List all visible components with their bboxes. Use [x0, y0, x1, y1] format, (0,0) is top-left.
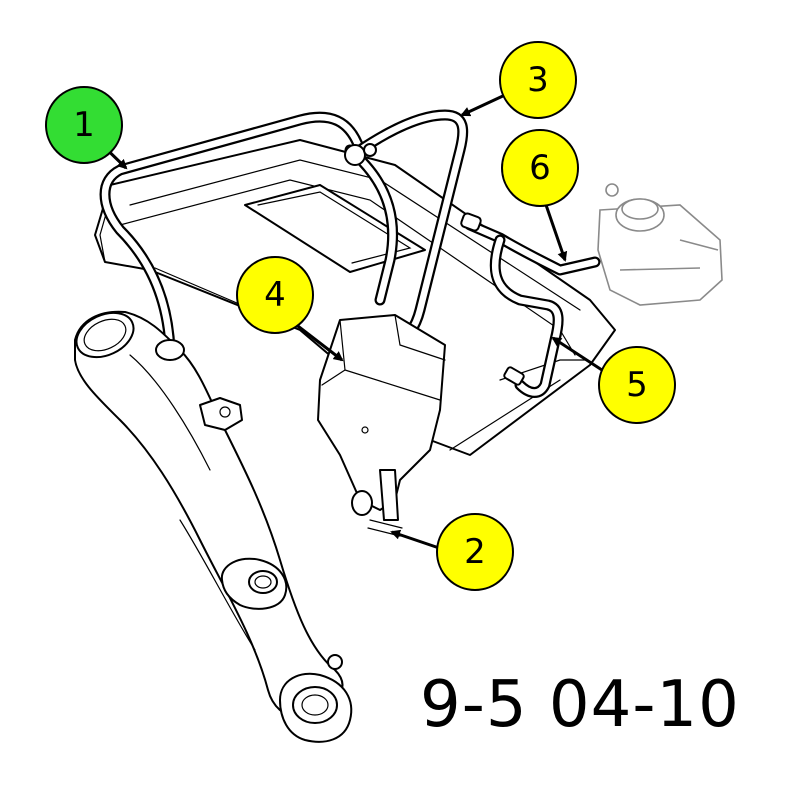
callout-2: 2: [436, 513, 514, 591]
callout-5-arrow: [551, 336, 606, 374]
callout-1-circle: [45, 86, 123, 164]
callout-3-arrow: [460, 93, 506, 117]
reservoir-4: [317, 314, 446, 537]
callout-2-circle: [436, 513, 514, 591]
callout-3-circle: [499, 41, 577, 119]
callout-5-label: 5: [626, 365, 648, 405]
callout-4-circle: [236, 256, 314, 334]
callout-4-label: 4: [264, 275, 286, 315]
callout-4: 4: [236, 256, 314, 334]
tank-housing: [94, 139, 616, 456]
hose-1: [99, 111, 366, 356]
figure-code: 9-5 04-10: [420, 668, 740, 742]
callout-3-label: 3: [527, 60, 549, 100]
callout-2-label: 2: [464, 532, 486, 572]
callout-2-arrow: [390, 529, 446, 552]
callout-5: 5: [598, 346, 676, 424]
callout-1-label: 1: [73, 105, 95, 145]
callout-5-circle: [598, 346, 676, 424]
intake-pipe: [74, 310, 353, 743]
callout-6-circle: [501, 129, 579, 207]
callout-3: 3: [499, 41, 577, 119]
callout-6: 6: [501, 129, 579, 207]
callout-6-arrow: [543, 201, 568, 262]
engine-component: [597, 183, 723, 306]
callout-4-arrow: [289, 318, 344, 362]
callout-1: 1: [45, 86, 123, 164]
hose-5-6: [460, 212, 601, 398]
callout-6-label: 6: [529, 148, 551, 188]
